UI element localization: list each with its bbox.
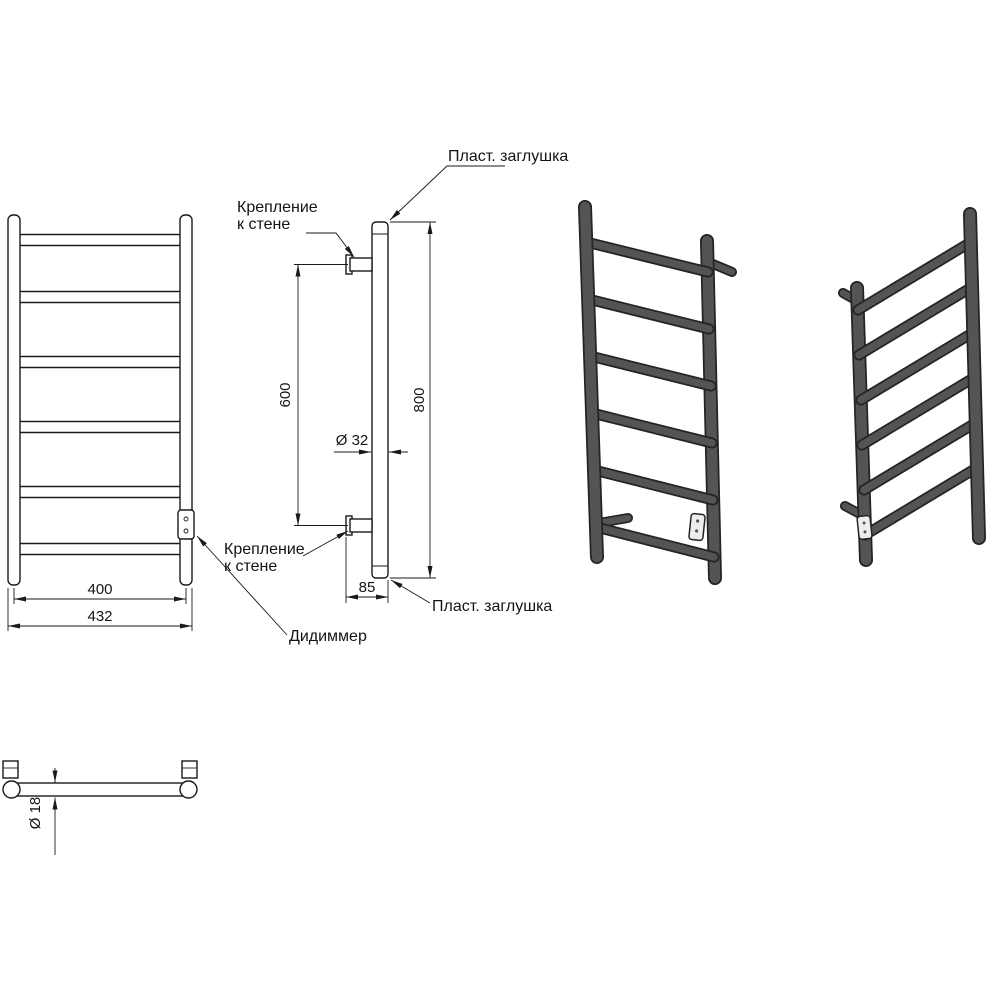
iso-rungs [580, 236, 720, 563]
top-view-left-bracket [2, 760, 19, 779]
front-rungs [20, 233, 180, 556]
front-left-post [7, 214, 21, 586]
dim-dia32: Ø 32 [336, 432, 369, 449]
label-mount-top-line2: к стене [237, 216, 290, 233]
iso-dimmer-box [856, 514, 873, 541]
ext-lines-85 [345, 537, 389, 603]
dim-85: 85 [359, 579, 376, 596]
top-view-right-post-section [179, 780, 198, 799]
dimmer-dot [183, 528, 189, 534]
label-dimmer: Дидиммер [289, 628, 367, 645]
leader-plug-top [389, 165, 505, 221]
dim-800: 800 [411, 387, 428, 412]
plug-joints [372, 233, 388, 567]
label-plug-bottom: Пласт. заглушка [432, 598, 552, 615]
callouts: Пласт. заглушка Крепление к стене Крепле… [196, 148, 568, 645]
dim-400: 400 [87, 581, 112, 598]
label-mount-bottom-line1: Крепление [224, 541, 305, 558]
front-view: 400 432 [7, 214, 195, 631]
label-mount-bottom-line2: к стене [224, 558, 277, 575]
top-view-left-post-section [2, 780, 21, 799]
iso-dimmer-box [688, 512, 706, 542]
side-post [371, 221, 389, 579]
iso-view-front [578, 200, 737, 585]
dimmer-box [177, 509, 195, 540]
side-view: 600 800 Ø 32 85 [277, 221, 436, 603]
top-bracket [349, 257, 373, 272]
dim-432: 432 [87, 608, 112, 625]
top-view-crossbar [10, 782, 190, 797]
label-mount-top-line1: Крепление [237, 199, 318, 216]
ext-lines-600 [294, 264, 348, 526]
leader-plug-bottom [390, 579, 431, 604]
iso-view-back [838, 207, 986, 567]
top-view-right-bracket [181, 760, 198, 779]
leader-mount-top [306, 232, 355, 258]
dim-dia18: Ø 18 [27, 797, 44, 830]
bottom-bracket [349, 518, 373, 533]
top-view: Ø 18 [2, 760, 198, 855]
dim-600: 600 [277, 382, 294, 407]
dimmer-dot [183, 516, 189, 522]
label-plug-top: Пласт. заглушка [448, 148, 568, 165]
leader-dimmer [196, 535, 288, 636]
front-right-post [179, 214, 193, 586]
leader-mount-bottom [302, 530, 349, 557]
